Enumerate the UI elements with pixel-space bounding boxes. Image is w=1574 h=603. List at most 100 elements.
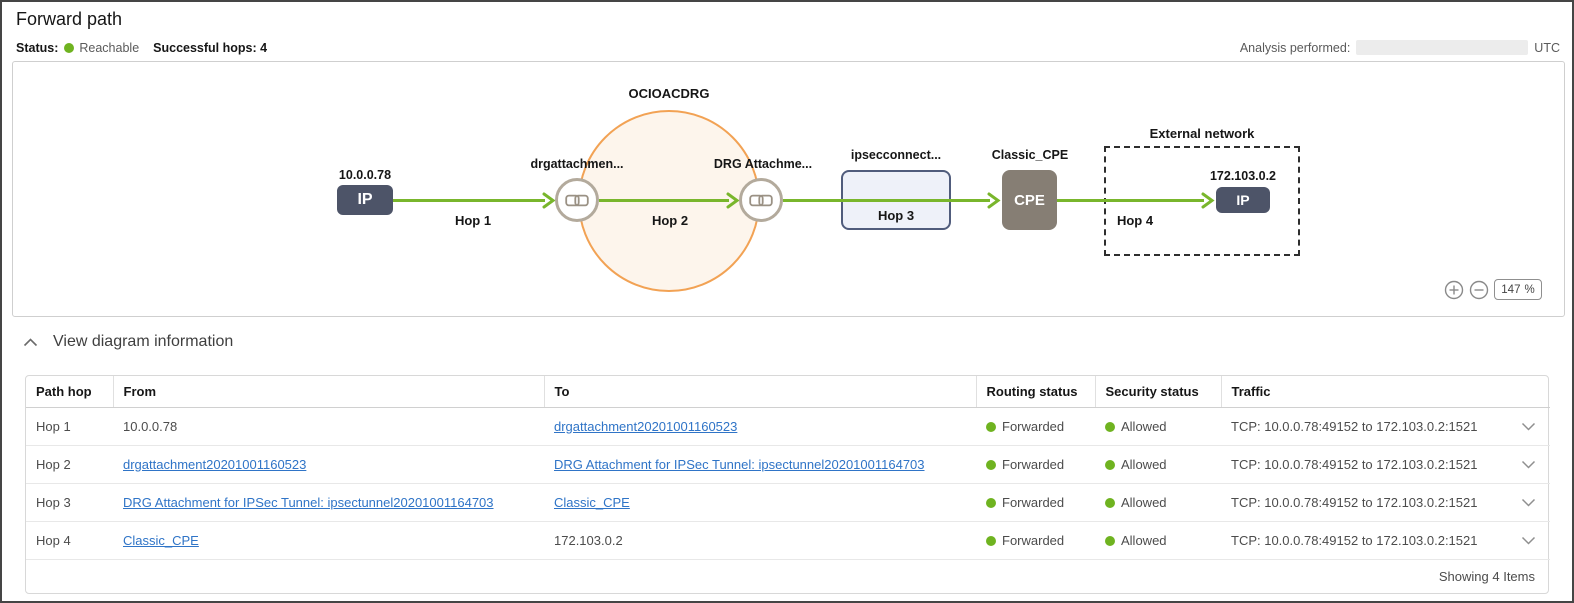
table-row: Hop 1 10.0.0.78 drgattachment20201001160… bbox=[26, 407, 1550, 446]
table-header-row: Path hop From To Routing status Security… bbox=[26, 376, 1550, 408]
cell-traffic: TCP: 10.0.0.78:49152 to 172.103.0.2:1521 bbox=[1221, 445, 1550, 484]
routing-status-dot-icon bbox=[986, 535, 996, 546]
cell-from: drgattachment20201001160523 bbox=[113, 445, 544, 484]
status-label: Status: bbox=[16, 41, 59, 55]
cell-to: drgattachment20201001160523 bbox=[544, 407, 976, 446]
path-line-hop1 bbox=[393, 199, 545, 202]
drg-attachment-out-node[interactable] bbox=[739, 178, 783, 222]
source-ip-label: 10.0.0.78 bbox=[338, 168, 392, 182]
security-status-dot-icon bbox=[1105, 421, 1115, 432]
table-body: Hop 1 10.0.0.78 drgattachment20201001160… bbox=[26, 407, 1550, 560]
drg-attachment-in-node[interactable] bbox=[555, 178, 599, 222]
cell-path-hop: Hop 4 bbox=[26, 521, 113, 560]
cell-path-hop: Hop 2 bbox=[26, 445, 113, 484]
security-status-dot-icon bbox=[1105, 459, 1115, 470]
cell-traffic: TCP: 10.0.0.78:49152 to 172.103.0.2:1521 bbox=[1221, 483, 1550, 522]
path-line-hop4 bbox=[1057, 199, 1204, 202]
arrowhead-hop3-icon bbox=[987, 192, 1001, 209]
zoom-controls: 147 % bbox=[1444, 279, 1542, 300]
drg-attachment-in-label: drgattachmen... bbox=[530, 157, 624, 171]
col-path-hop: Path hop bbox=[26, 376, 114, 408]
expand-row-chevron-down-icon[interactable] bbox=[1521, 536, 1536, 545]
zoom-out-button[interactable] bbox=[1469, 280, 1489, 300]
analysis-suffix: UTC bbox=[1534, 40, 1560, 55]
routing-status-dot-icon bbox=[986, 459, 996, 470]
hop2-label: Hop 2 bbox=[651, 213, 689, 228]
path-hops-table: Path hop From To Routing status Security… bbox=[25, 375, 1550, 594]
routing-status-dot-icon bbox=[986, 497, 996, 508]
view-diagram-information-toggle[interactable]: View diagram information bbox=[23, 333, 233, 351]
cell-to: DRG Attachment for IPSec Tunnel: ipsectu… bbox=[544, 445, 976, 484]
security-status-dot-icon bbox=[1105, 535, 1115, 546]
security-status-dot-icon bbox=[1105, 497, 1115, 508]
arrowhead-hop2-icon bbox=[726, 192, 740, 209]
cell-routing-status: Forwarded bbox=[976, 445, 1095, 484]
routing-status-dot-icon bbox=[986, 421, 996, 432]
table-row: Hop 2 drgattachment20201001160523 DRG At… bbox=[26, 445, 1550, 484]
cell-routing-status: Forwarded bbox=[976, 407, 1095, 446]
ipsec-connection-label: ipsecconnect... bbox=[850, 148, 942, 162]
arrowhead-hop4-icon bbox=[1201, 192, 1215, 209]
resource-link[interactable]: DRG Attachment for IPSec Tunnel: ipsectu… bbox=[123, 494, 494, 510]
section-title: View diagram information bbox=[53, 333, 234, 350]
expand-row-chevron-down-icon[interactable] bbox=[1521, 460, 1536, 469]
status-reachable-dot-icon bbox=[64, 43, 75, 53]
path-line-hop3 bbox=[783, 199, 990, 202]
cell-security-status: Allowed bbox=[1095, 483, 1221, 522]
path-line-hop2 bbox=[599, 199, 729, 202]
hop4-label: Hop 4 bbox=[1116, 213, 1154, 228]
col-security-status: Security status bbox=[1095, 376, 1222, 408]
table-row: Hop 4 Classic_CPE 172.103.0.2 Forwarded … bbox=[26, 521, 1550, 560]
resource-link[interactable]: drgattachment20201001160523 bbox=[554, 418, 738, 434]
cell-security-status: Allowed bbox=[1095, 521, 1221, 560]
cell-to: 172.103.0.2 bbox=[544, 521, 976, 560]
cell-traffic: TCP: 10.0.0.78:49152 to 172.103.0.2:1521 bbox=[1221, 521, 1550, 560]
resource-link[interactable]: drgattachment20201001160523 bbox=[123, 456, 307, 472]
col-routing-status: Routing status bbox=[976, 376, 1096, 408]
page-title: Forward path bbox=[16, 9, 123, 29]
cell-security-status: Allowed bbox=[1095, 407, 1221, 446]
cell-routing-status: Forwarded bbox=[976, 521, 1095, 560]
status-line: Status: Reachable Successful hops: 4 bbox=[16, 41, 267, 55]
cell-from: 10.0.0.78 bbox=[113, 407, 544, 446]
analysis-performed: Analysis performed: UTC bbox=[1240, 40, 1560, 55]
table-footer: Showing 4 Items bbox=[1438, 568, 1535, 584]
cell-traffic: TCP: 10.0.0.78:49152 to 172.103.0.2:1521 bbox=[1221, 407, 1550, 446]
dest-ip-label: 172.103.0.2 bbox=[1209, 169, 1277, 183]
col-to: To bbox=[544, 376, 977, 408]
successful-hops: Successful hops: 4 bbox=[153, 41, 268, 55]
cell-routing-status: Forwarded bbox=[976, 483, 1095, 522]
attachment-link-icon bbox=[749, 194, 773, 206]
hop1-label: Hop 1 bbox=[454, 213, 492, 228]
analysis-label: Analysis performed: bbox=[1239, 40, 1351, 55]
status-value: Reachable bbox=[79, 41, 140, 55]
analysis-timestamp-redacted bbox=[1356, 40, 1529, 55]
cell-from: DRG Attachment for IPSec Tunnel: ipsectu… bbox=[113, 483, 544, 522]
expand-row-chevron-down-icon[interactable] bbox=[1521, 498, 1536, 507]
cpe-node[interactable]: CPE bbox=[1002, 170, 1057, 230]
cell-from: Classic_CPE bbox=[113, 521, 544, 560]
cell-security-status: Allowed bbox=[1095, 445, 1221, 484]
resource-link[interactable]: DRG Attachment for IPSec Tunnel: ipsectu… bbox=[554, 456, 925, 472]
cell-path-hop: Hop 1 bbox=[26, 407, 113, 446]
drg-boundary-label: OCIOACDRG bbox=[628, 86, 710, 101]
attachment-link-icon bbox=[565, 194, 589, 206]
drg-attachment-out-label: DRG Attachme... bbox=[713, 157, 813, 171]
chevron-up-icon bbox=[23, 337, 38, 346]
zoom-in-button[interactable] bbox=[1444, 280, 1464, 300]
zoom-percent-field[interactable]: 147 % bbox=[1494, 279, 1542, 300]
expand-row-chevron-down-icon[interactable] bbox=[1521, 422, 1536, 431]
col-traffic: Traffic bbox=[1221, 376, 1550, 408]
arrowhead-hop1-icon bbox=[542, 192, 556, 209]
cell-path-hop: Hop 3 bbox=[26, 483, 113, 522]
cpe-label: Classic_CPE bbox=[991, 148, 1069, 162]
source-ip-node[interactable]: IP bbox=[337, 185, 393, 215]
resource-link[interactable]: Classic_CPE bbox=[554, 494, 630, 510]
resource-link[interactable]: Classic_CPE bbox=[123, 532, 199, 548]
external-network-label: External network bbox=[1149, 126, 1255, 141]
col-from: From bbox=[113, 376, 545, 408]
dest-ip-node[interactable]: IP bbox=[1216, 187, 1270, 213]
cell-to: Classic_CPE bbox=[544, 483, 976, 522]
table-row: Hop 3 DRG Attachment for IPSec Tunnel: i… bbox=[26, 483, 1550, 522]
